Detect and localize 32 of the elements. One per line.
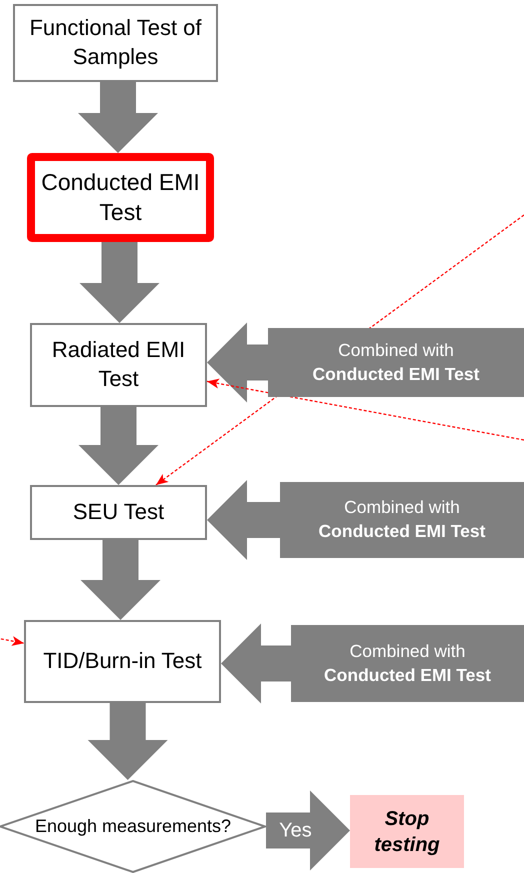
step-label: Functional Test of Samples <box>28 14 203 71</box>
block-arrow <box>78 407 158 485</box>
dashed-arrow <box>0 636 24 646</box>
step-label: Enough measurements? <box>34 814 232 838</box>
edge-label: Yes <box>279 819 312 842</box>
step-label: TID/Burn-in Test <box>43 647 202 676</box>
note-box <box>268 328 524 397</box>
block-arrow <box>207 322 268 402</box>
process-box <box>30 485 207 540</box>
block-arrow <box>266 790 350 870</box>
note-box <box>280 482 524 558</box>
block-arrow <box>80 242 160 323</box>
step-label: Radiated EMI Test <box>50 336 186 393</box>
highlighted-process-box <box>27 153 214 242</box>
process-box <box>13 4 218 82</box>
dashed-arrow <box>206 378 524 441</box>
end-box <box>350 795 464 868</box>
process-box <box>24 620 221 703</box>
process-box <box>30 323 207 407</box>
block-arrow <box>207 480 280 560</box>
block-arrow <box>80 540 160 620</box>
step-label: Stop testing <box>373 806 441 858</box>
step-label: Conducted EMI Test <box>40 168 201 226</box>
note-text: Combined with Conducted EMI Test <box>312 338 480 386</box>
decision-diamond <box>0 780 266 873</box>
step-label: SEU Test <box>72 498 164 526</box>
block-arrow <box>221 624 291 704</box>
block-arrow <box>78 82 158 153</box>
note-box <box>291 625 524 702</box>
block-arrow <box>88 703 168 780</box>
note-text: Combined with Conducted EMI Test <box>318 496 486 543</box>
note-text: Combined with Conducted EMI Test <box>324 640 491 686</box>
